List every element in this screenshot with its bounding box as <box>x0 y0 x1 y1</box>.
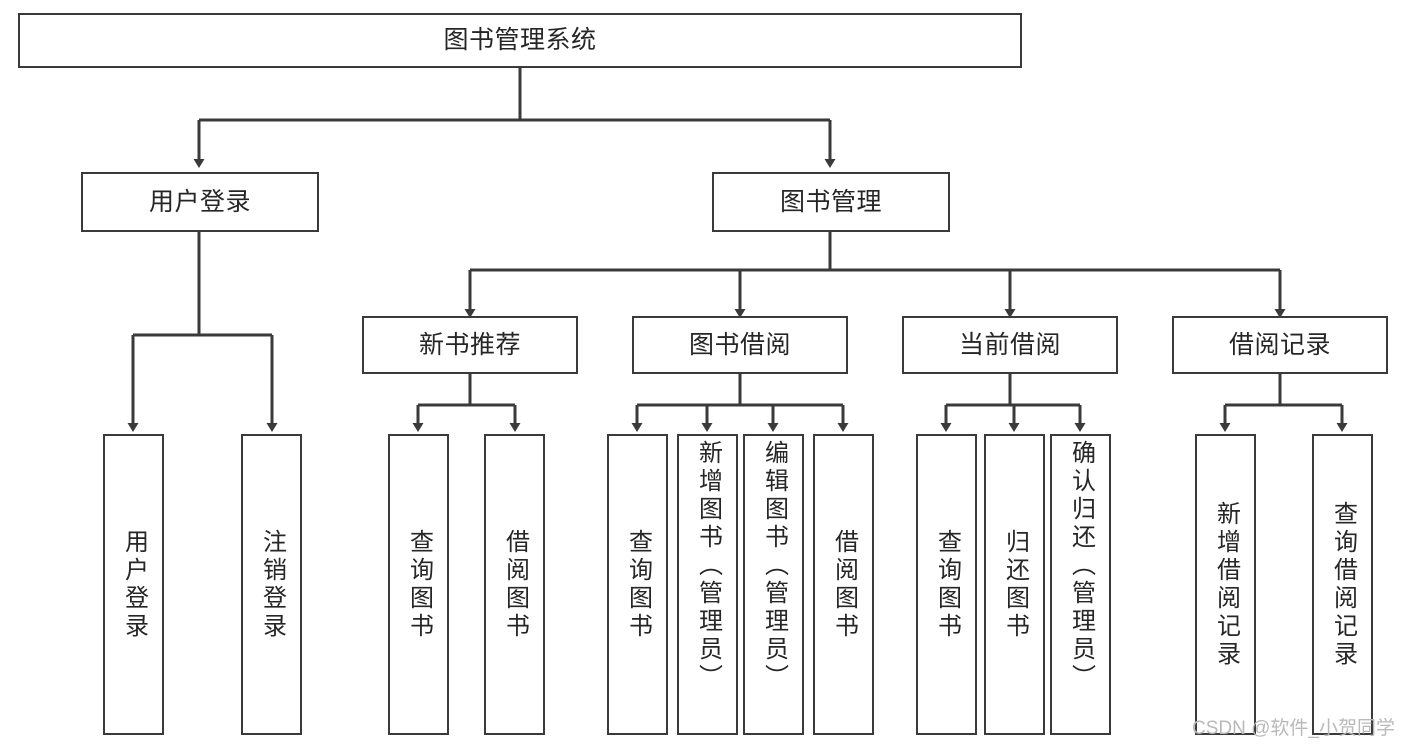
leaf-user-login-login[interactable]: 用户登录 <box>103 434 164 735</box>
node-label: 查询图书 <box>624 528 652 641</box>
node-label: 借阅图书 <box>830 528 858 641</box>
node-label: 新增借阅记录 <box>1212 500 1240 669</box>
node-label: 编辑图书（管理员） <box>760 440 788 692</box>
leaf-record-query-record[interactable]: 查询借阅记录 <box>1312 434 1373 735</box>
leaf-current-return-book[interactable]: 归还图书 <box>984 434 1045 735</box>
leaf-current-confirm-return-admin[interactable]: 确认归还（管理员） <box>1050 434 1111 735</box>
leaf-current-query-book[interactable]: 查询图书 <box>916 434 977 735</box>
leaf-borrow-borrow-book[interactable]: 借阅图书 <box>813 434 874 735</box>
node-label: 借阅记录 <box>1228 330 1331 359</box>
node-label: 用户登录 <box>120 528 148 641</box>
leaf-borrow-add-book-admin[interactable]: 新增图书（管理员） <box>677 434 738 735</box>
leaf-borrow-edit-book-admin[interactable]: 编辑图书（管理员） <box>743 434 804 735</box>
node-label: 查询借阅记录 <box>1329 500 1357 669</box>
node-label: 新书推荐 <box>418 330 521 359</box>
leaf-recommend-borrow-book[interactable]: 借阅图书 <box>484 434 545 735</box>
leaf-borrow-query-book[interactable]: 查询图书 <box>607 434 668 735</box>
node-label: 确认归还（管理员） <box>1067 440 1095 692</box>
node-label: 当前借阅 <box>958 330 1061 359</box>
node-label: 图书借阅 <box>688 330 791 359</box>
node-root-system[interactable]: 图书管理系统 <box>18 13 1022 68</box>
node-label: 查询图书 <box>933 528 961 641</box>
node-label: 图书管理 <box>779 187 882 216</box>
leaf-recommend-query-book[interactable]: 查询图书 <box>388 434 449 735</box>
node-book-borrow[interactable]: 图书借阅 <box>632 316 848 374</box>
node-label: 归还图书 <box>1001 528 1029 641</box>
node-label: 用户登录 <box>148 187 251 216</box>
node-user-login[interactable]: 用户登录 <box>81 172 319 232</box>
node-new-book-recommend[interactable]: 新书推荐 <box>362 316 578 374</box>
leaf-record-add-record[interactable]: 新增借阅记录 <box>1195 434 1256 735</box>
node-label: 新增图书（管理员） <box>694 440 722 692</box>
csdn-watermark: CSDN @软件_小贺同学 <box>1192 718 1395 739</box>
node-label: 查询图书 <box>405 528 433 641</box>
node-label: 图书管理系统 <box>443 26 597 55</box>
node-label: 借阅图书 <box>501 528 529 641</box>
node-label: 注销登录 <box>258 528 286 641</box>
leaf-user-login-logout[interactable]: 注销登录 <box>241 434 302 735</box>
node-current-borrow[interactable]: 当前借阅 <box>902 316 1118 374</box>
node-book-management[interactable]: 图书管理 <box>712 172 950 232</box>
node-borrow-record[interactable]: 借阅记录 <box>1172 316 1388 374</box>
